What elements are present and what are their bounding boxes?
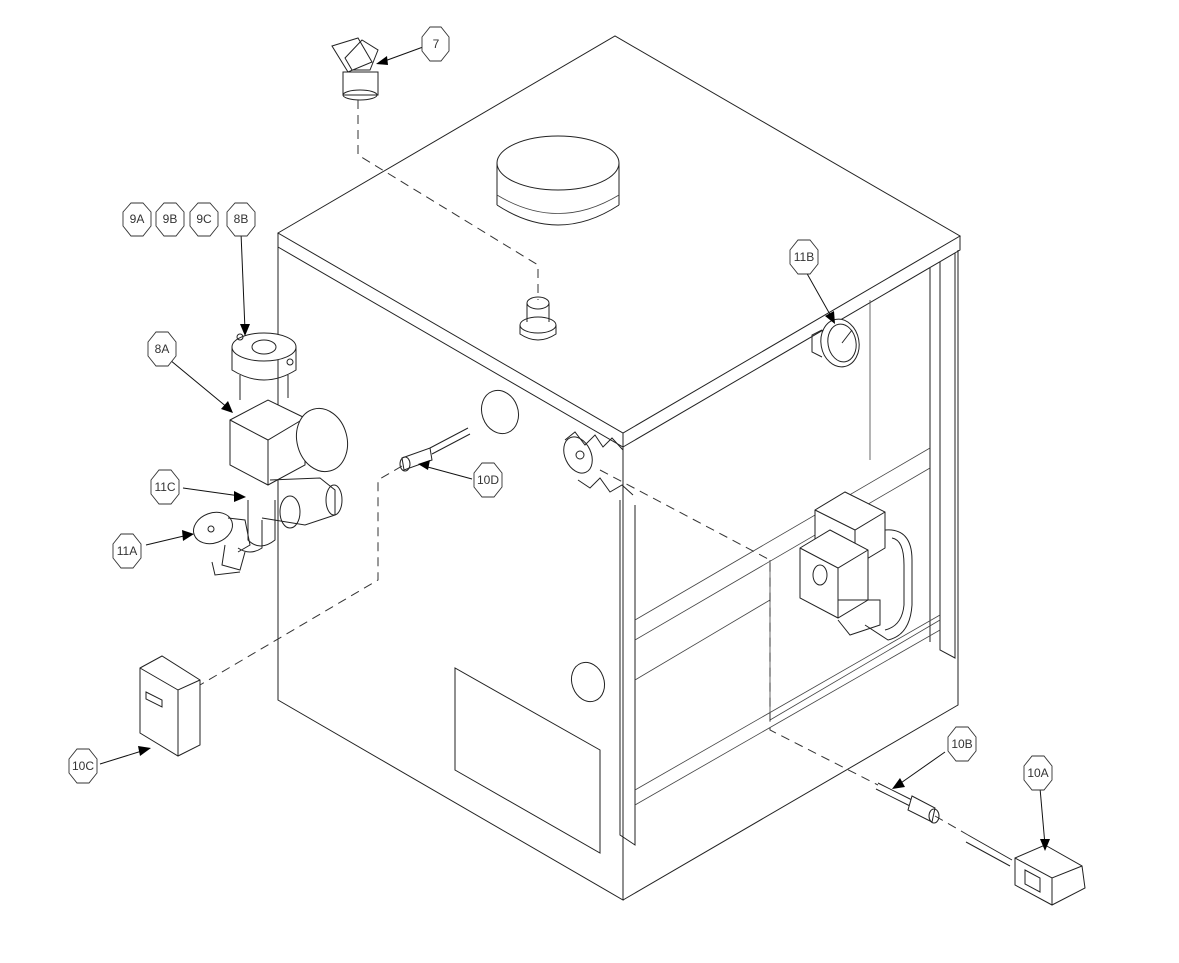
gas-valve xyxy=(800,492,912,640)
callout-11c: 11C xyxy=(151,470,179,504)
circulator-pump-assembly xyxy=(189,333,354,575)
pressure-gauge xyxy=(812,316,863,370)
callout-9a: 9A xyxy=(123,203,151,236)
callout-label: 9C xyxy=(196,212,212,226)
callout-label: 10C xyxy=(72,759,94,773)
callout-9b: 9B xyxy=(156,203,184,236)
callout-label: 10D xyxy=(477,473,499,487)
callout-label: 7 xyxy=(433,37,440,51)
callout-10c: 10C xyxy=(69,749,97,783)
callout-label: 10B xyxy=(951,737,972,751)
callout-11b: 11B xyxy=(790,240,818,274)
callout-9c: 9C xyxy=(190,203,218,236)
callout-8a: 8A xyxy=(148,332,176,366)
sensor-probe-10b xyxy=(876,783,939,823)
callout-10a: 10A xyxy=(1024,756,1052,790)
callout-10b: 10B xyxy=(948,727,976,761)
temperature-control xyxy=(966,835,1085,905)
control-box xyxy=(140,656,200,756)
callout-label: 11C xyxy=(154,480,175,494)
boiler-cabinet xyxy=(278,36,960,900)
callout-label: 8A xyxy=(155,342,170,356)
callout-label: 11B xyxy=(794,250,814,264)
callout-11a: 11A xyxy=(113,534,141,568)
callout-label: 9B xyxy=(163,212,178,226)
callout-label: 10A xyxy=(1027,766,1048,780)
relief-valve xyxy=(332,38,378,100)
callout-label: 9A xyxy=(130,212,145,226)
callout-10d: 10D xyxy=(474,463,502,497)
callout-label: 11A xyxy=(117,544,137,558)
sensor-probe-10d xyxy=(400,428,470,471)
callout-label: 8B xyxy=(234,212,249,226)
callout-8b: 8B xyxy=(227,203,255,236)
callout-7: 7 xyxy=(422,27,449,61)
